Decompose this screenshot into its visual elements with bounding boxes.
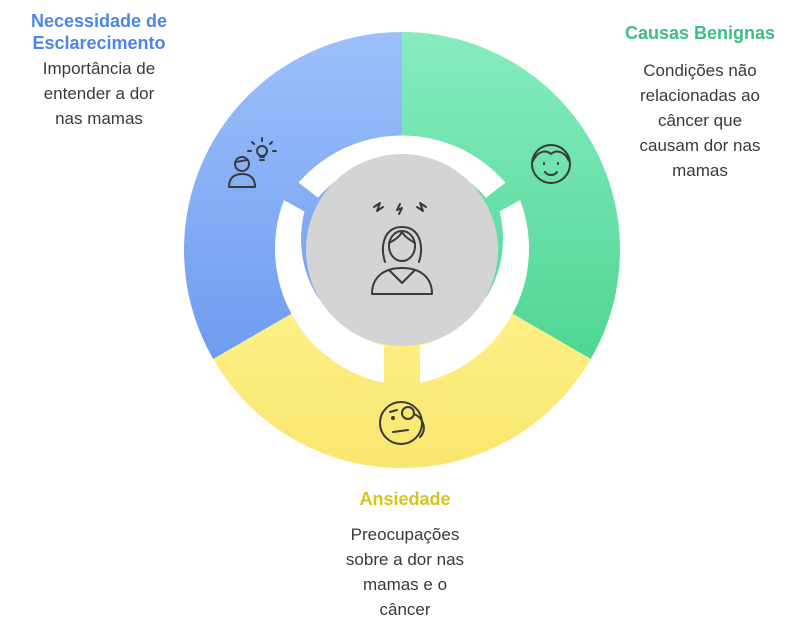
- segment-desc-blue: Importância de entender a dor nas mamas: [14, 56, 184, 131]
- title-line: Esclarecimento: [32, 33, 166, 53]
- desc-line: entender a dor: [43, 84, 155, 103]
- title-line: Necessidade de: [30, 11, 168, 31]
- label-ansiedade: Ansiedade Preocupações sobre a dor nas m…: [315, 488, 495, 622]
- distressed-woman-icon: [371, 202, 433, 295]
- segment-desc-yellow: Preocupações sobre a dor nas mamas e o c…: [315, 522, 495, 622]
- title-line: Ansiedade: [359, 489, 451, 509]
- inner-ring-right: [420, 200, 530, 383]
- segment-blue: [183, 31, 402, 359]
- segment-title-blue: Necessidade de Esclarecimento: [14, 10, 184, 54]
- worried-face-monocle-icon: [379, 401, 425, 445]
- inner-ring-left: [274, 200, 384, 383]
- inner-ring-top: [298, 135, 506, 198]
- desc-line: mamas e o: [362, 575, 448, 594]
- desc-line: relacionadas ao: [639, 86, 761, 105]
- smiling-woman-face-icon: [531, 144, 571, 184]
- desc-line: Condições não: [643, 61, 757, 80]
- desc-line: sobre a dor nas: [345, 550, 465, 569]
- label-causas-benignas: Causas Benignas Condições não relacionad…: [600, 22, 800, 183]
- segment-title-green: Causas Benignas: [600, 22, 800, 44]
- desc-line: nas mamas: [55, 109, 143, 128]
- segment-title-yellow: Ansiedade: [315, 488, 495, 510]
- desc-line: mamas: [672, 161, 728, 180]
- segment-desc-green: Condições não relacionadas ao câncer que…: [600, 58, 800, 183]
- desc-line: câncer: [379, 600, 431, 619]
- desc-line: Importância de: [42, 59, 156, 78]
- desc-line: Preocupações: [350, 525, 460, 544]
- desc-line: causam dor nas: [639, 136, 761, 155]
- title-line: Causas Benignas: [624, 23, 776, 43]
- segment-green: [402, 32, 621, 359]
- desc-line: câncer que: [657, 111, 743, 130]
- person-lightbulb-icon: [228, 137, 277, 188]
- label-necessidade: Necessidade de Esclarecimento Importânci…: [14, 10, 184, 131]
